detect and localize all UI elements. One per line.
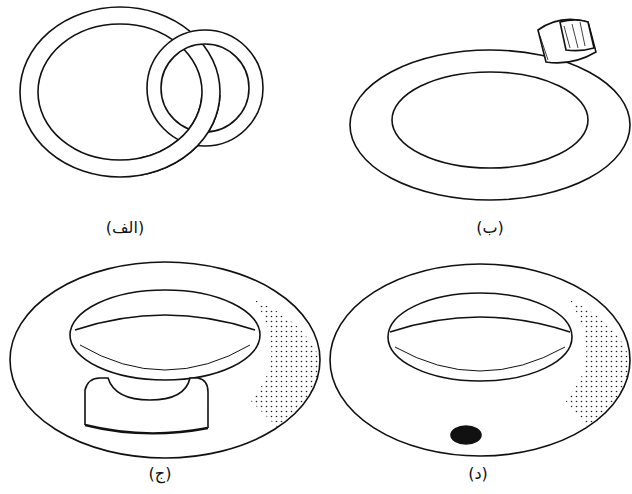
linked-rings <box>20 7 263 177</box>
figure-label: (ج) <box>149 464 172 483</box>
torus-with-handle <box>10 262 320 458</box>
figure-label: (د) <box>468 464 488 483</box>
torus-with-disc <box>330 264 630 456</box>
figure-label: (ب) <box>476 218 504 237</box>
figure-label: (الف) <box>106 218 144 237</box>
annulus-with-band <box>350 19 630 200</box>
